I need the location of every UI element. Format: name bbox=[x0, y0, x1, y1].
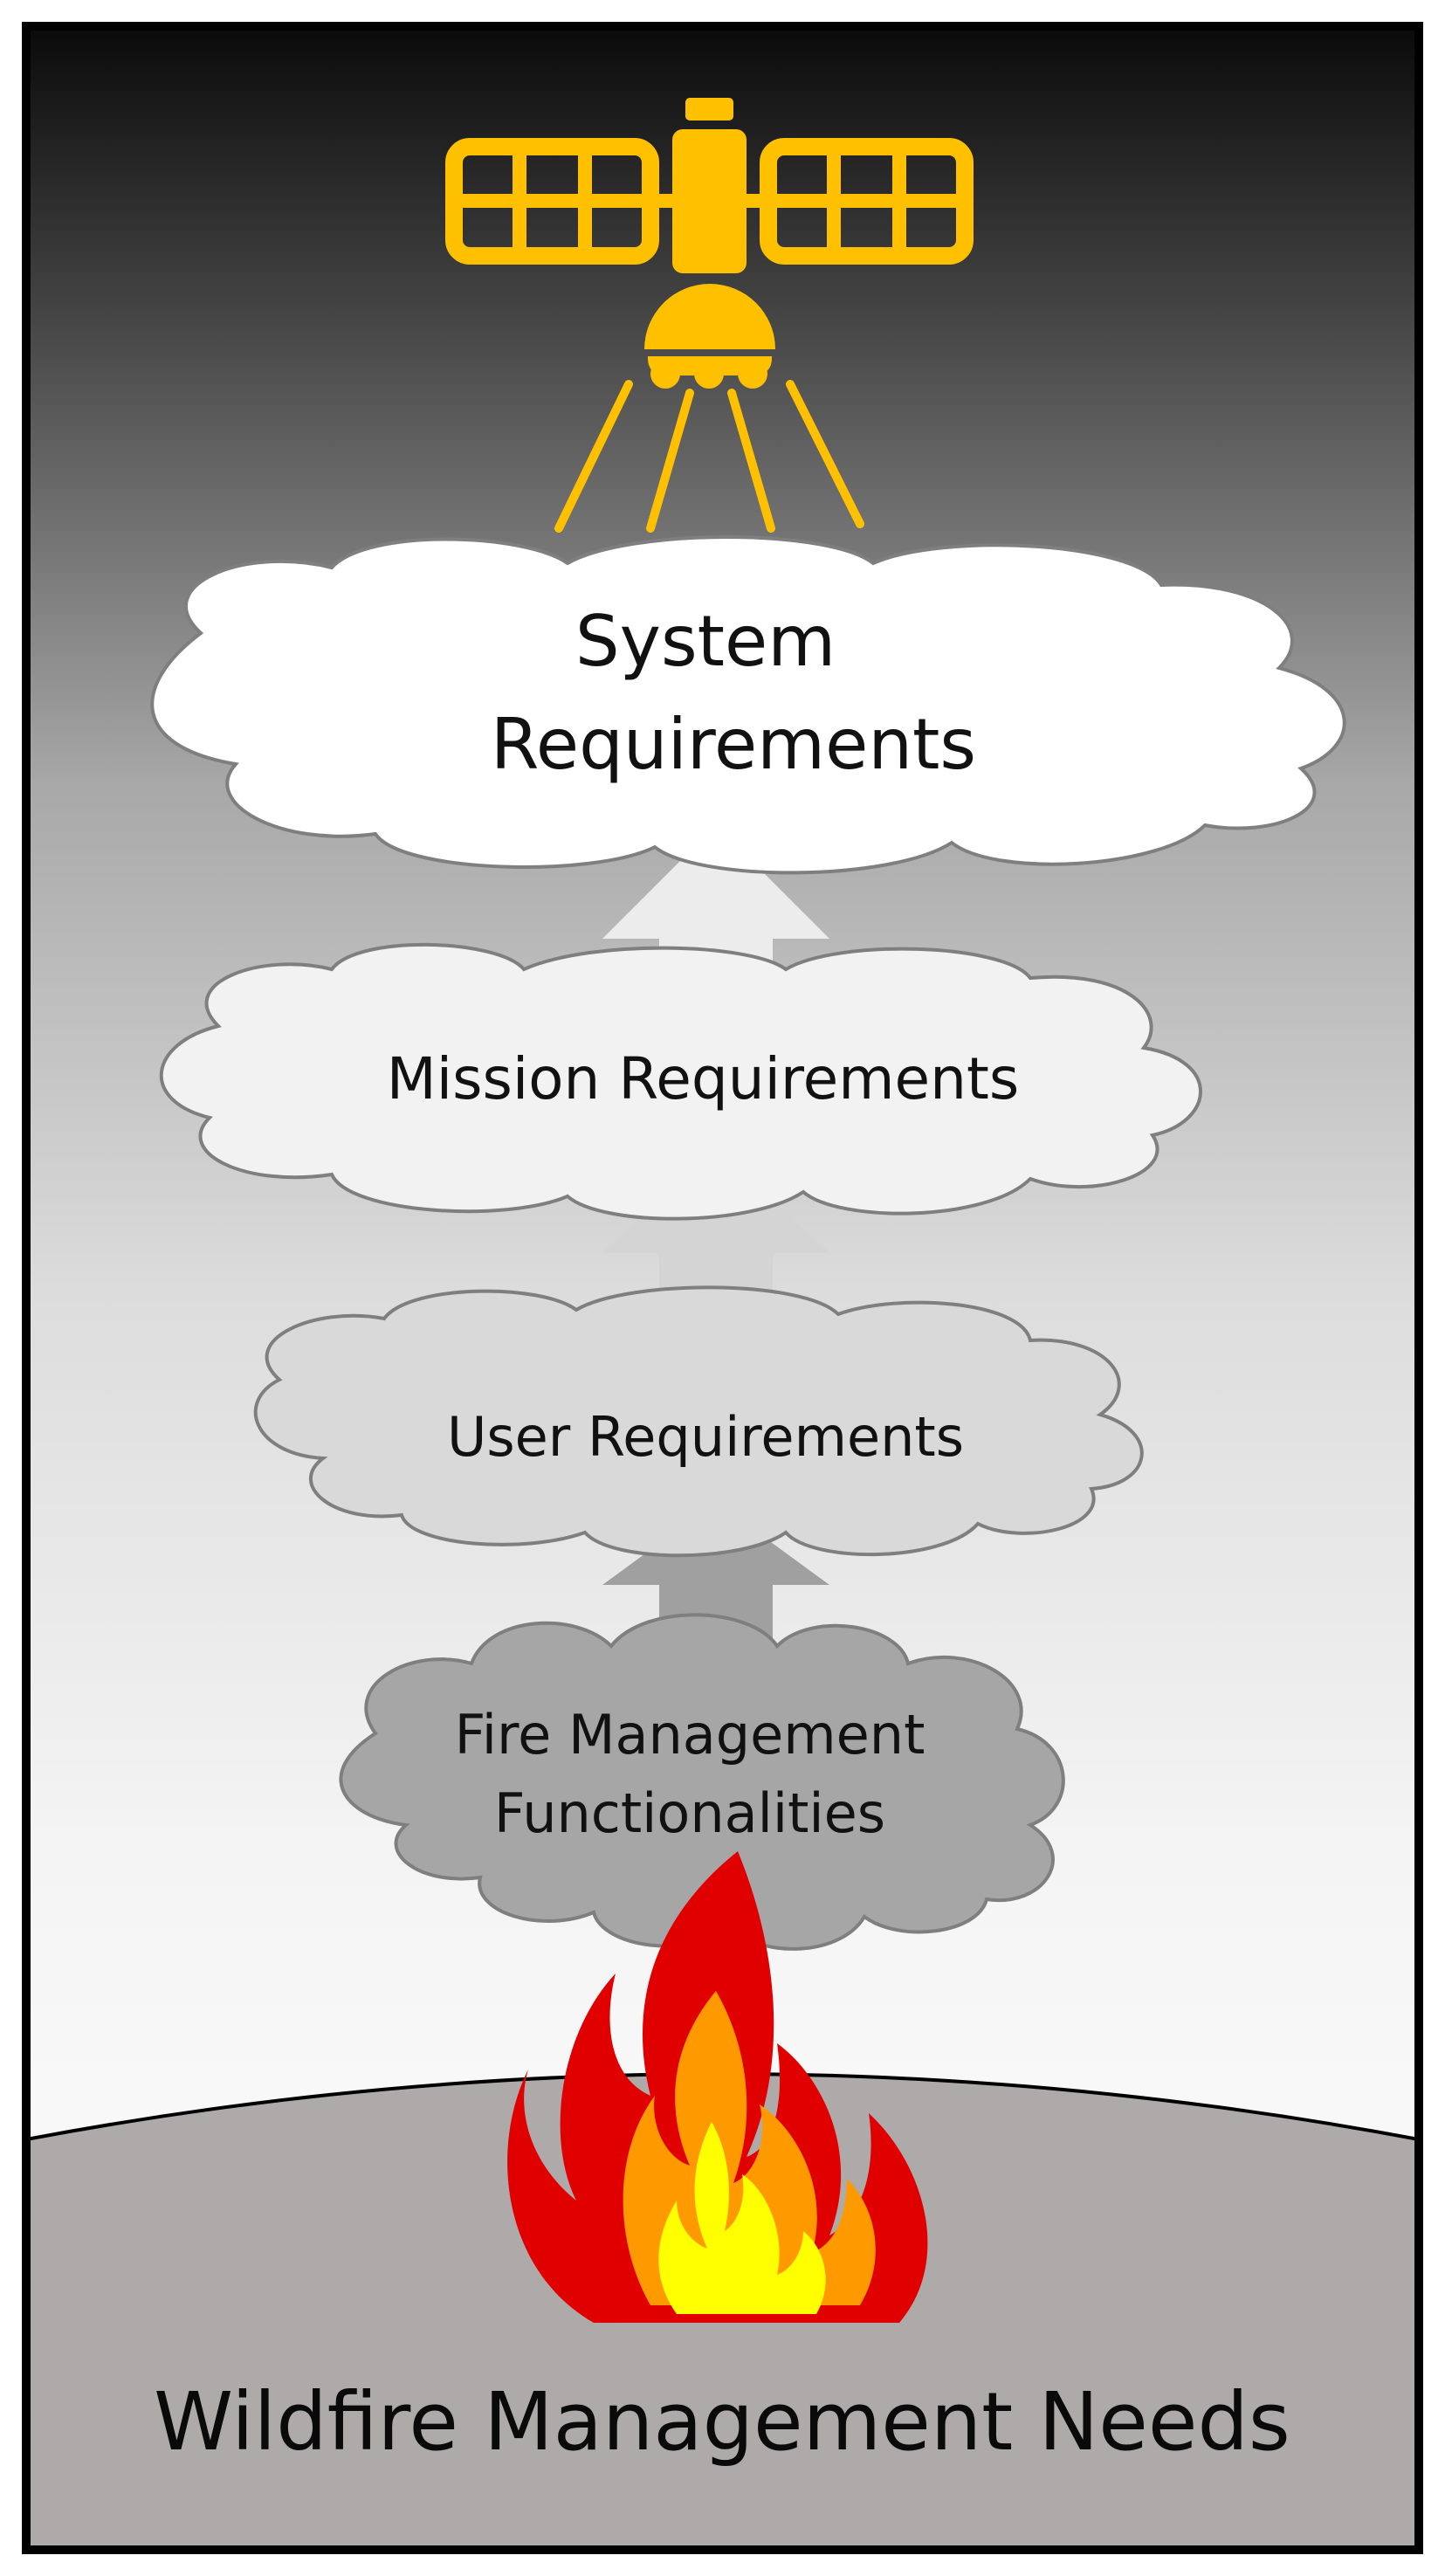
arrow-up-user-to-mission bbox=[602, 1148, 829, 1301]
ground-label: Wildfire Management Needs bbox=[154, 2375, 1290, 2469]
cloud-label-line: System bbox=[575, 601, 836, 682]
arrow-up-functionalities-to-user bbox=[602, 1502, 829, 1655]
frame-border bbox=[22, 22, 1423, 2554]
flame-icon bbox=[507, 1851, 928, 2323]
cloud-label-line: Fire Management bbox=[455, 1703, 925, 1767]
cloud-shape bbox=[160, 942, 1202, 1221]
cloud-system-requirements: System Requirements bbox=[150, 535, 1346, 875]
flame-inner bbox=[658, 2122, 826, 2314]
cloud-shape bbox=[339, 1613, 1065, 1951]
cloud-fire-management-functionalities: Fire Management Functionalities bbox=[339, 1613, 1065, 1951]
cloud-shape bbox=[150, 535, 1346, 875]
cloud-shape bbox=[253, 1285, 1144, 1558]
cloud-mission-requirements: Mission Requirements bbox=[160, 942, 1202, 1221]
cloud-label-line: Mission Requirements bbox=[387, 1045, 1019, 1112]
cloud-label-line: User Requirements bbox=[447, 1405, 964, 1469]
flame-middle bbox=[623, 1991, 876, 2305]
cloud-user-requirements: User Requirements bbox=[253, 1285, 1144, 1558]
arrow-up-mission-to-system bbox=[602, 825, 829, 969]
satellite-icon bbox=[445, 98, 974, 533]
cloud-label-line: Functionalities bbox=[494, 1781, 885, 1845]
cloud-label-line: Requirements bbox=[491, 704, 976, 785]
